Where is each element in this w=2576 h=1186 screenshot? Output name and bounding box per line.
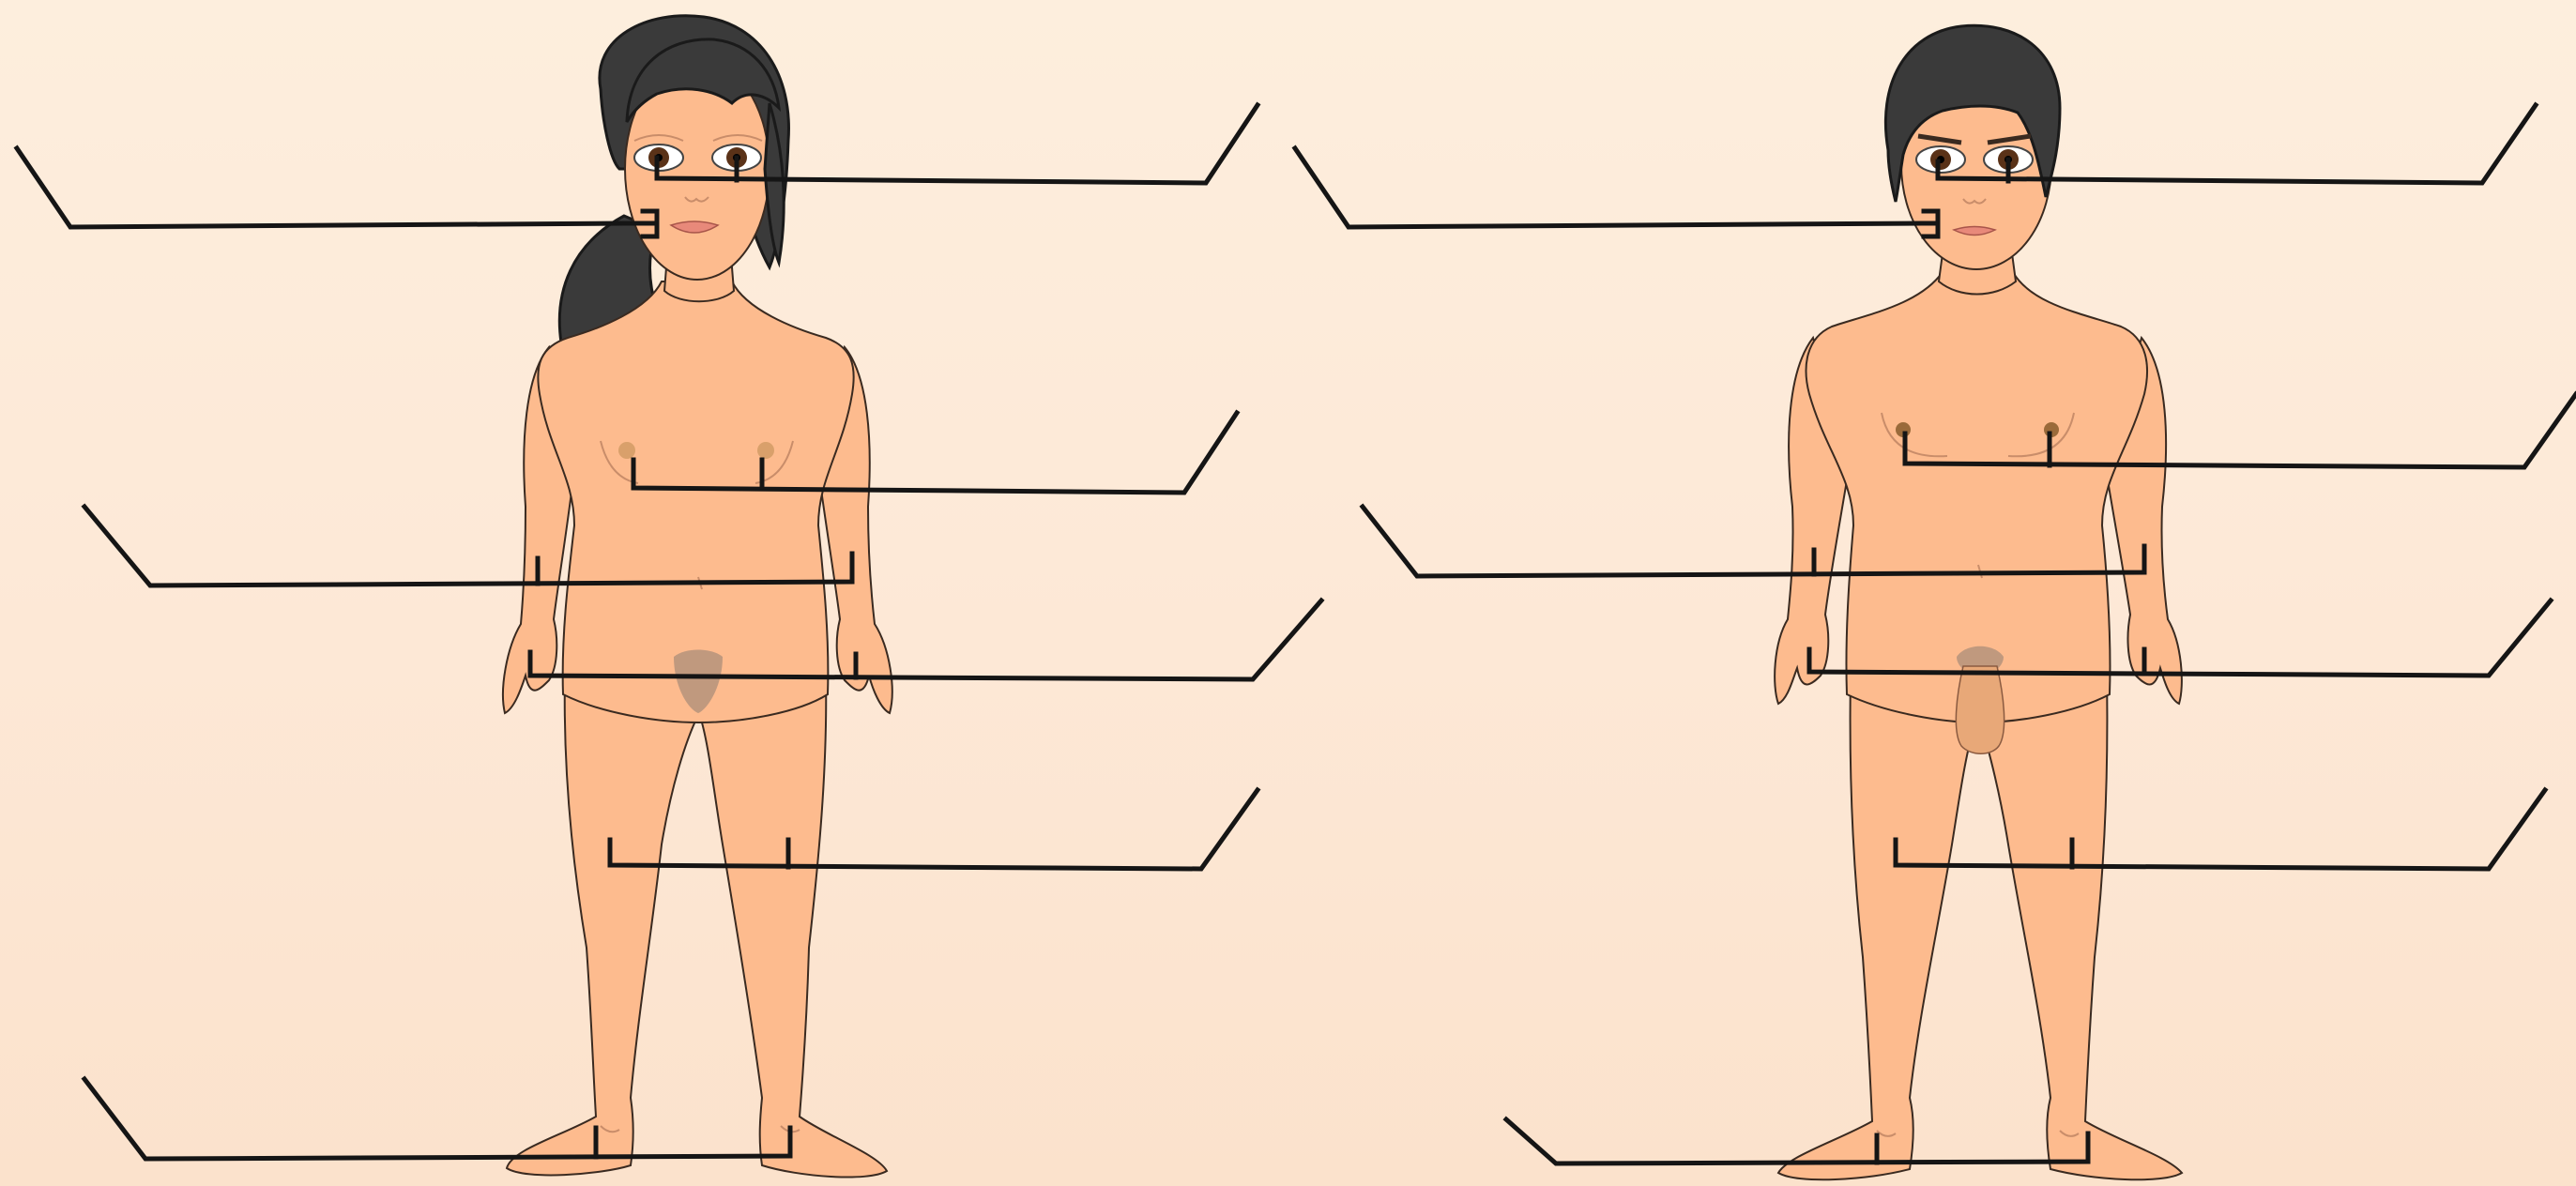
male-thighs-label-line (1896, 790, 2545, 869)
male-figure (1775, 25, 2182, 1179)
female-left-leg (507, 676, 699, 1175)
male-left-leg (1778, 676, 1975, 1179)
male-genitals (1956, 666, 2004, 753)
female-nipple-left (618, 442, 635, 459)
male-mouth-label-line (1295, 148, 1938, 227)
female-right-leg (699, 676, 887, 1178)
male-right-leg (1980, 676, 2182, 1179)
female-thighs-label-line (610, 790, 1258, 869)
female-mouth-label-line (17, 148, 657, 227)
female-figure (503, 16, 892, 1178)
female-nipple-right (757, 442, 774, 459)
female-feet-label-line (84, 1079, 790, 1159)
